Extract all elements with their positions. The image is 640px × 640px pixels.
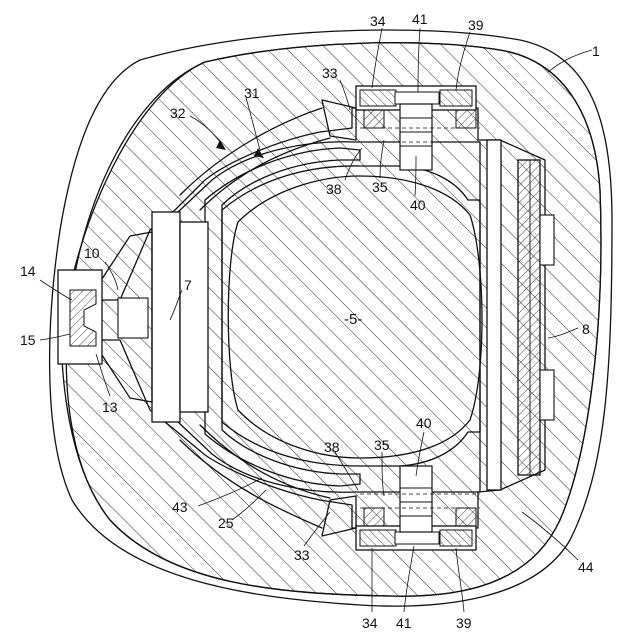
upper-seal-right: [456, 110, 476, 128]
ref-32: 32: [170, 105, 186, 121]
ref-1: 1: [592, 43, 600, 59]
lower-seal-left: [364, 508, 384, 526]
ref-38-top: 38: [326, 181, 342, 197]
ref-40-top: 40: [410, 197, 426, 213]
ref-14: 14: [20, 263, 36, 279]
board-component-upper: [540, 215, 554, 265]
ref-10: 10: [84, 245, 100, 261]
center-label: -5-: [344, 311, 362, 328]
ref-8: 8: [582, 321, 590, 337]
ref-44: 44: [578, 559, 594, 575]
upper-nut: [395, 92, 439, 104]
ref-13: 13: [102, 399, 118, 415]
board-component-lower: [540, 370, 554, 420]
ref-34-bottom: 34: [362, 615, 378, 631]
circuit-board-plate: [518, 160, 540, 475]
ref-35-bottom: 35: [374, 437, 390, 453]
upper-cap-left-block: [360, 90, 396, 106]
ref-40-bottom: 40: [416, 415, 432, 431]
left-lens-holder: [118, 298, 148, 338]
ref-15: 15: [20, 332, 36, 348]
lower-cap-right-block: [440, 530, 472, 546]
ref-34-top: 34: [370, 13, 386, 29]
right-frame-wall: [487, 140, 501, 490]
ref-39-bottom: 39: [456, 615, 472, 631]
ref-39-top: 39: [468, 17, 484, 33]
ref-41-top: 41: [412, 11, 428, 27]
ref-43: 43: [172, 499, 188, 515]
upper-cap-right-block: [440, 90, 472, 106]
left-spacer-block: [180, 222, 208, 412]
ref-33-top: 33: [322, 65, 338, 81]
upper-seal-left: [364, 110, 384, 128]
lower-cap-left-block: [360, 530, 396, 546]
ref-25: 25: [218, 515, 234, 531]
ref-38-bottom: 38: [324, 439, 340, 455]
ref-35-top: 35: [372, 179, 388, 195]
ref-33-bottom: 33: [294, 547, 310, 563]
ref-31: 31: [244, 85, 260, 101]
lower-nut: [395, 532, 439, 544]
lower-seal-right: [456, 508, 476, 526]
ref-41-bottom: 41: [396, 615, 412, 631]
left-mount-plate: [152, 212, 180, 422]
ref-7: 7: [184, 277, 192, 293]
